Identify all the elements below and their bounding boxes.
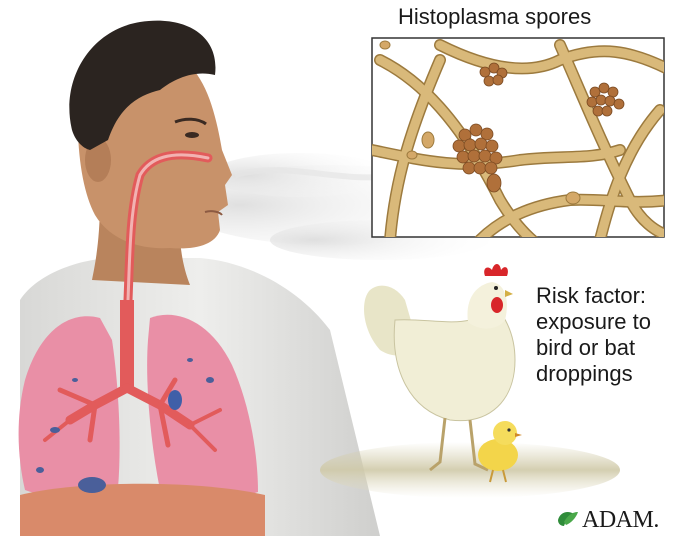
diaphragm bbox=[20, 484, 265, 536]
ground-patch bbox=[320, 442, 620, 498]
risk-factor-caption: Risk factor: exposure to bird or bat dro… bbox=[536, 283, 651, 387]
brand-name: ADAM. bbox=[582, 507, 659, 534]
hen-comb bbox=[484, 264, 508, 276]
risk-factor-line: Risk factor: bbox=[536, 283, 651, 309]
hen-beak bbox=[505, 290, 513, 297]
brand-logo: ADAM. bbox=[556, 507, 659, 534]
risk-factor-line: bird or bat bbox=[536, 335, 651, 361]
trachea bbox=[120, 300, 134, 390]
hen-wattle bbox=[491, 297, 503, 313]
risk-factor-line: exposure to bbox=[536, 309, 651, 335]
spore-inset bbox=[372, 38, 670, 250]
inset-title: Histoplasma spores bbox=[398, 4, 591, 30]
hen-illustration bbox=[364, 264, 515, 470]
risk-factor-line: droppings bbox=[536, 361, 651, 387]
